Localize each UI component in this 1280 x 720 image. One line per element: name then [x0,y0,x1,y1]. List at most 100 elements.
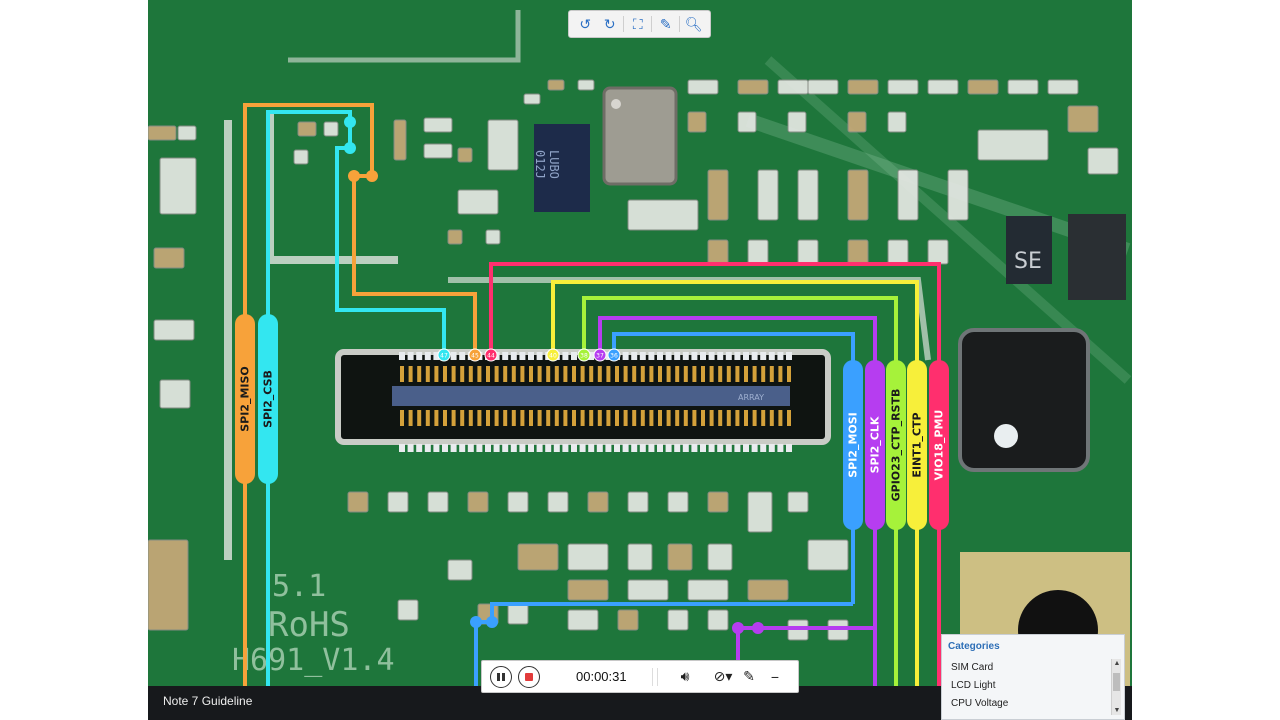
connector-pad [700,444,706,452]
pin-marker [577,348,591,362]
pin-marker [437,348,451,362]
connector-pin [683,366,688,382]
recorder-grip[interactable] [652,667,658,686]
trace-junction [366,170,378,182]
connector-pad [493,444,500,452]
board-component [847,239,869,265]
board-component [747,239,769,265]
connector-pin [606,366,611,382]
connector-pad [665,444,672,452]
connector-pin [744,410,748,426]
category-item-sim-card[interactable]: SIM Card [951,662,994,673]
board-component [159,157,197,215]
board-component [293,149,309,165]
connector-pin [761,366,766,382]
scroll-up-icon[interactable]: ▲ [1113,660,1121,667]
board-component [423,143,453,159]
connector-pin [477,366,482,382]
schematic-viewer[interactable]: LUBO 012J SE ARRAY 5.1 RoHS H691_V1.4 47… [148,0,1132,720]
pin-number: 37 [596,353,604,360]
connector-pin [666,410,671,426]
connector-pad [639,444,646,452]
pen-icon[interactable]: ✎ [659,15,672,32]
connector-marking: ARRAY [738,393,764,402]
connector-pin [769,410,774,426]
connector-pin [503,410,508,426]
connector-pin [597,366,602,382]
board-component [807,539,849,571]
connector-pad [768,352,775,360]
board-component [807,79,839,95]
viewer-toolbar: ↺ ↻ ⛶ ✎ 🔍︎ [568,10,711,38]
connector-pin [761,410,766,426]
connector-pin [537,410,542,426]
minimize-icon[interactable]: − [770,668,780,685]
connector-pin [417,366,422,382]
connector-pin [511,366,516,382]
connector-pad [768,444,775,452]
connector-pad [648,352,655,360]
stop-button[interactable] [518,665,540,688]
connector-pin [597,410,602,426]
volume-icon[interactable]: 🔊︎ [680,668,690,684]
board-component [737,79,769,95]
toolbar-separator-2 [651,16,653,32]
connector-pad [519,352,526,360]
connector-pad [700,352,706,360]
board-component [547,491,569,513]
connector-pad [682,444,689,452]
board-component [687,111,707,133]
signal-label-pill [886,360,906,530]
chip-marking-se: SE [1014,249,1042,274]
trace-junction [486,616,498,628]
connector-pad [605,444,612,452]
board-component [707,491,729,513]
camera-off-icon[interactable]: ⊘▾ [713,668,733,684]
board-rohs-text: RoHS [268,605,350,645]
connector-pin [778,410,783,426]
connector-pin [468,410,473,426]
board-component [148,125,177,141]
board-component [547,79,565,91]
connector-pad [631,352,638,360]
connector-pin [417,410,422,426]
pin-marker [593,348,607,362]
board-component [707,609,729,631]
connector-pad [682,352,689,360]
board-component [797,239,819,265]
connector-pin [520,366,525,382]
connector-pin [718,410,723,426]
connector-pad [734,352,741,360]
scroll-down-icon[interactable]: ▼ [1113,707,1121,714]
rotate-right-icon[interactable]: ↻ [603,15,616,32]
connector-pad [510,444,517,452]
connector-pad [631,444,638,452]
search-icon[interactable]: 🔍︎ [684,15,703,32]
board-component [1047,79,1079,95]
pen-annotate-icon[interactable]: ✎ [743,668,755,684]
connector-pin [632,366,637,382]
connector-pin [675,410,680,426]
connector-pin [649,366,654,382]
board-component [747,491,773,533]
category-item-cpu-voltage[interactable]: CPU Voltage [951,698,1009,709]
scroll-thumb[interactable] [1113,673,1120,691]
board-component [897,169,919,221]
connector-pin [443,366,447,382]
rotate-left-icon[interactable]: ↺ [579,15,592,32]
connector-pad [777,352,784,360]
signal-label-text: SPI2_CSB [262,370,275,428]
board-component [927,239,949,265]
category-item-lcd-light[interactable]: LCD Light [951,680,996,691]
categories-scrollbar[interactable]: ▲ ▼ [1111,659,1121,715]
connector-pad [725,352,732,360]
connector-pad [536,352,543,360]
board-component [627,199,699,231]
connector-pin [752,410,757,426]
board-component [447,229,463,245]
connector-pin [451,366,456,382]
board-component [567,609,599,631]
fit-screen-icon[interactable]: ⛶ [632,15,643,32]
signal-label-pill [907,360,927,530]
pause-button[interactable] [490,665,512,688]
